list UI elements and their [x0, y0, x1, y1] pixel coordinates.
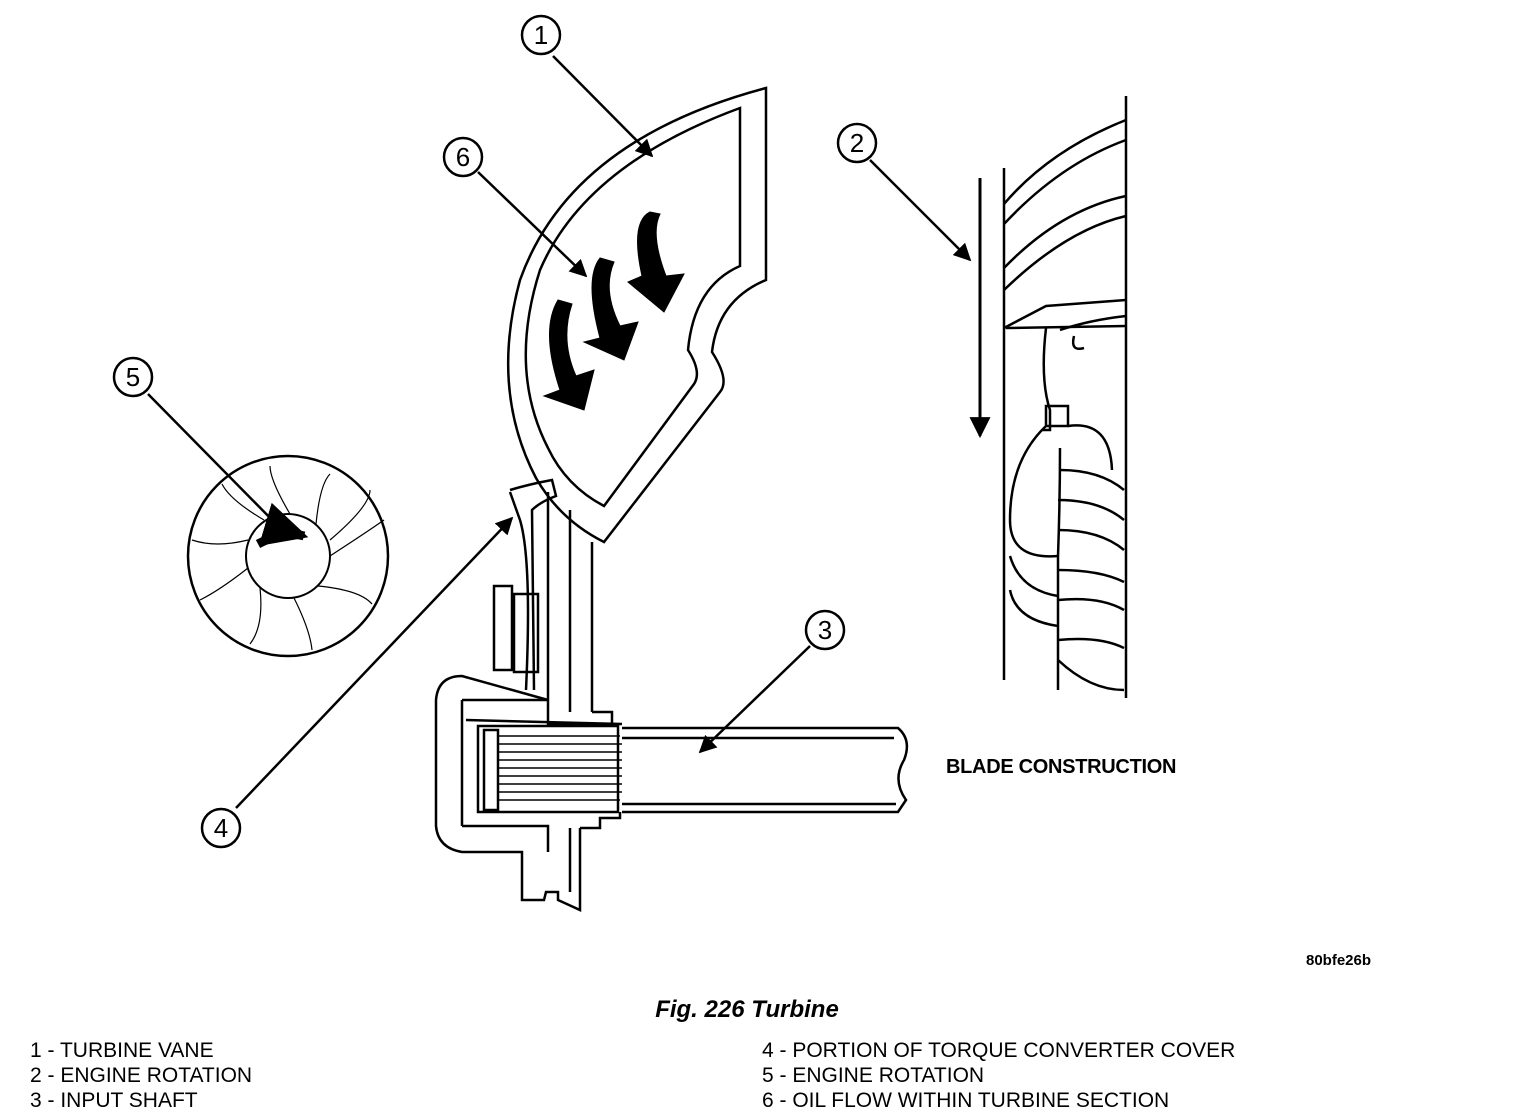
svg-text:6: 6: [456, 142, 470, 172]
figure-caption: Fig. 226 Turbine: [655, 996, 839, 1023]
leader-arrows: [147, 55, 972, 809]
oil-flow-arrows: [542, 211, 685, 411]
callout-2: 2: [836, 122, 878, 164]
blade-construction-view: [1002, 96, 1128, 698]
callout-3: 3: [804, 609, 846, 651]
input-shaft: [482, 726, 909, 814]
shaft-splines: [498, 735, 622, 801]
legend-item: 1 - TURBINE VANE: [30, 1039, 214, 1062]
svg-text:5: 5: [126, 362, 140, 392]
torque-converter-cover-portion: [434, 478, 623, 912]
figure-code: 80bfe26b: [1306, 952, 1372, 969]
svg-text:2: 2: [850, 128, 864, 158]
engine-rotation-arrow: [255, 502, 309, 549]
svg-text:1: 1: [534, 20, 548, 50]
blade-construction-label: BLADE CONSTRUCTION: [946, 756, 1177, 778]
legend-right-column: 4 - PORTION OF TORQUE CONVERTER COVER 5 …: [762, 1038, 1235, 1113]
legend-item: 5 - ENGINE ROTATION: [762, 1064, 985, 1087]
legend-item: 4 - PORTION OF TORQUE CONVERTER COVER: [762, 1039, 1236, 1062]
callout-1: 1: [520, 14, 562, 56]
turbine-vane-section: [506, 86, 768, 544]
legend-item: 3 - INPUT SHAFT: [30, 1089, 198, 1112]
legend-item: 2 - ENGINE ROTATION: [30, 1064, 253, 1087]
callout-5: 5: [112, 356, 154, 398]
svg-text:3: 3: [818, 615, 832, 645]
legend-left-column: 1 - TURBINE VANE 2 - ENGINE ROTATION 3 -…: [30, 1038, 252, 1113]
engine-rotation-fan: [186, 454, 390, 658]
svg-text:4: 4: [214, 813, 228, 843]
callout-6: 6: [442, 136, 484, 178]
legend-item: 6 - OIL FLOW WITHIN TURBINE SECTION: [762, 1089, 1170, 1112]
callout-4: 4: [200, 807, 242, 849]
